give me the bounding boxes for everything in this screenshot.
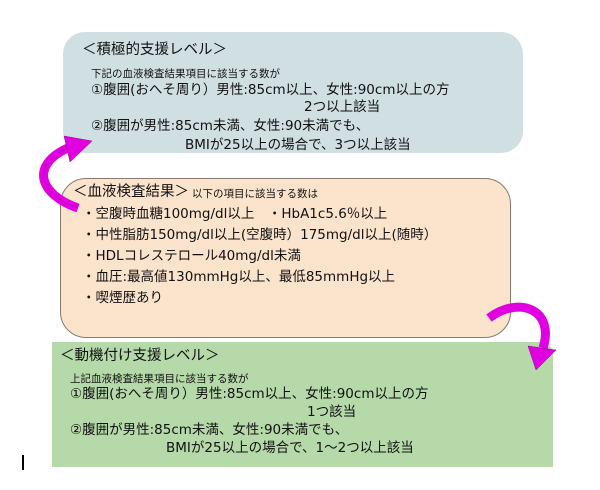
intensive-cond2-result: BMIが25以上の場合で、3つ以上該当 [185,137,411,153]
intensive-title: ＜積極的支援レベル＞ [82,42,227,58]
intensive-cond2: ②腹囲が男性:85cm未満、女性:90未満でも、 [91,118,370,134]
blood-test-title: ＜血液検査結果＞ [73,184,189,200]
blood-test-item: ・空腹時血糖100mg/dl以上 ・HbA1c5.6％以上 [82,206,388,222]
blood-test-box [60,178,511,338]
blood-test-item: ・血圧:最高値130mmHg以上、最低85mmHg以上 [82,269,396,285]
motivational-support-box [52,342,553,467]
intensive-cond1-result: 2つ以上該当 [304,99,381,115]
intensive-cond1: ①腹囲(おへそ周り）男性:85cm以上、女性:90cm以上の方 [91,82,450,98]
text-cursor [22,455,24,470]
motivational-cond2: ②腹囲が男性:85cm未満、女性:90未満でも、 [70,422,349,438]
motivational-cond1-result: 1つ該当 [307,404,357,420]
intensive-intro: 下記の血液検査結果項目に該当する数が [91,68,280,80]
arrow-down-right-icon [486,302,557,371]
blood-test-item: ・喫煙歴あり [82,290,163,306]
intensive-support-box [63,32,523,153]
blood-test-subtitle: 以下の項目に該当する数は [192,188,318,200]
motivational-intro: 上記血液検査結果項目に該当する数が [70,373,249,385]
motivational-cond2-result: BMIが25以上の場合で、1～2つ以上該当 [166,440,414,456]
arrow-up-left-icon [39,135,93,213]
blood-test-item: ・HDLコレステロール40mg/dl未満 [82,248,301,264]
blood-test-item: ・中性脂肪150mg/dl以上(空腹時）175mg/dl以上(随時） [82,227,438,243]
motivational-cond1: ①腹囲(おへそ周り）男性:85cm以上、女性:90cm以上の方 [70,386,429,402]
motivational-title: ＜動機付け支援レベル＞ [60,348,220,364]
